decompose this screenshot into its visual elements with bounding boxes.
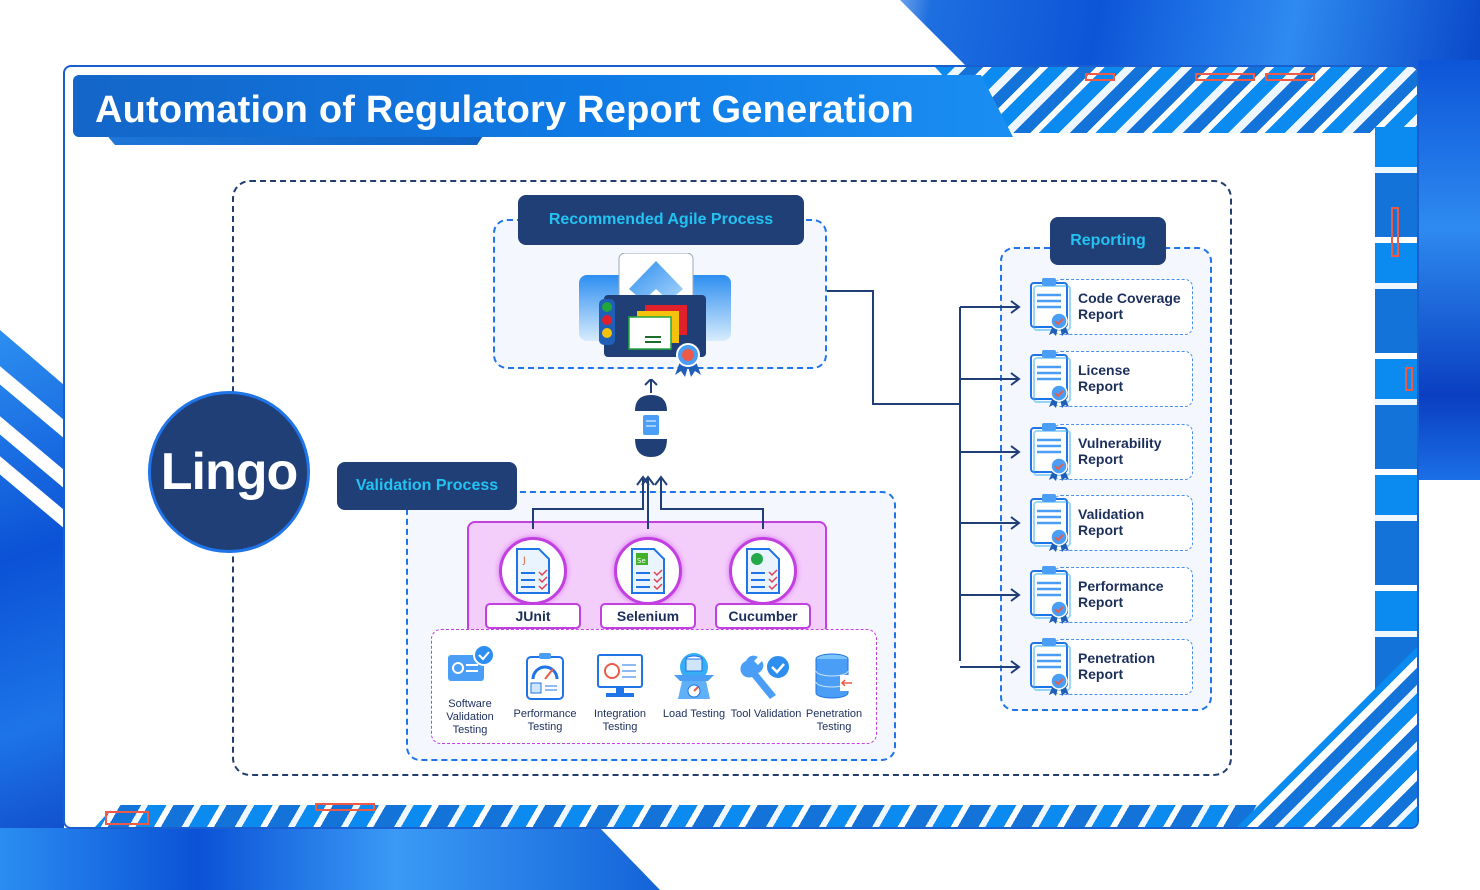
testing-label: Software Validation Testing bbox=[446, 698, 494, 736]
background-decoration-right bbox=[1418, 60, 1480, 480]
svg-text:Se: Se bbox=[637, 557, 646, 565]
title-bar: Automation of Regulatory Report Generati… bbox=[73, 75, 1013, 137]
testing-item: Integration Testing bbox=[583, 651, 657, 734]
report-card bbox=[1053, 279, 1193, 335]
circuit-border-bottom bbox=[95, 805, 1417, 827]
report-subtitle: Report bbox=[1078, 594, 1124, 610]
tool-label: JUnit bbox=[485, 603, 581, 629]
testing-item: Load Testing bbox=[657, 651, 731, 721]
circuit-border-top bbox=[935, 67, 1417, 133]
integration-connector-icon bbox=[635, 379, 667, 457]
report-title: Performance bbox=[1078, 578, 1164, 594]
svg-text:J: J bbox=[522, 556, 526, 566]
circuit-border-corner bbox=[1237, 647, 1417, 827]
validation-process-label: Validation Process bbox=[337, 462, 517, 510]
software-validation-icon bbox=[448, 644, 495, 681]
circuit-accent bbox=[1085, 73, 1115, 81]
certified-report-icon bbox=[1030, 566, 1071, 624]
tool-selenium: Se Selenium bbox=[600, 529, 696, 631]
testing-label: Tool Validation bbox=[730, 708, 802, 720]
testing-label: Load Testing bbox=[662, 708, 726, 720]
tool-label: Cucumber bbox=[715, 603, 811, 629]
background-decoration-bottom bbox=[0, 828, 660, 890]
circuit-accent bbox=[315, 803, 375, 811]
wrench-check-icon bbox=[740, 654, 791, 699]
testing-types-box bbox=[431, 629, 877, 744]
certified-report-icon bbox=[1030, 278, 1071, 336]
report-card bbox=[1053, 351, 1193, 407]
report-subtitle: Report bbox=[1078, 378, 1124, 394]
circuit-accent bbox=[105, 811, 149, 825]
diagram-card: Automation of Regulatory Report Generati… bbox=[63, 65, 1419, 829]
integration-monitor-icon bbox=[597, 654, 643, 697]
report-title: Vulnerability bbox=[1078, 435, 1162, 451]
certified-report-icon bbox=[1030, 494, 1071, 552]
circuit-accent bbox=[1391, 207, 1399, 257]
certified-report-icon bbox=[1030, 638, 1071, 696]
testing-label: Penetration Testing bbox=[805, 708, 863, 733]
testing-item: Software Validation Testing bbox=[433, 641, 507, 737]
report-title: License bbox=[1078, 362, 1131, 378]
certified-report-icon bbox=[1030, 423, 1071, 481]
report-card bbox=[1053, 495, 1193, 551]
circuit-accent bbox=[1405, 367, 1413, 391]
background-decoration-left bbox=[0, 330, 64, 890]
testing-item: Penetration Testing bbox=[797, 651, 871, 734]
performance-gauge-icon bbox=[526, 653, 564, 700]
report-card bbox=[1053, 567, 1193, 623]
background-decoration-top bbox=[900, 0, 1480, 70]
testing-item: Tool Validation bbox=[729, 651, 803, 721]
circuit-accent bbox=[1195, 73, 1255, 81]
circuit-accent bbox=[1265, 73, 1315, 81]
report-card bbox=[1053, 639, 1193, 695]
selenium-test-doc-icon: Se bbox=[631, 548, 665, 594]
tool-cucumber: Cucumber bbox=[715, 529, 811, 631]
report-subtitle: Report bbox=[1078, 306, 1124, 322]
database-arrow-icon bbox=[815, 653, 854, 699]
report-title: Code Coverage bbox=[1078, 290, 1181, 306]
report-title: Penetration bbox=[1078, 650, 1156, 666]
testing-item: Performance Testing bbox=[508, 651, 582, 734]
report-subtitle: Report bbox=[1078, 451, 1124, 467]
tool-label: Selenium bbox=[600, 603, 696, 629]
load-scale-icon bbox=[674, 653, 714, 699]
reporting-label: Reporting bbox=[1050, 217, 1166, 265]
lingo-logo: Lingo bbox=[148, 391, 310, 553]
page-title: Automation of Regulatory Report Generati… bbox=[95, 89, 915, 131]
testing-label: Integration Testing bbox=[594, 708, 646, 733]
testing-label: Performance Testing bbox=[513, 708, 577, 733]
agile-process-label: Recommended Agile Process bbox=[518, 195, 804, 245]
tool-junit: J JUnit bbox=[485, 529, 581, 631]
certified-report-icon bbox=[1030, 350, 1071, 408]
junit-test-doc-icon: J bbox=[516, 548, 550, 594]
agile-dashboard-icon bbox=[579, 253, 731, 377]
report-title: Validation bbox=[1078, 506, 1145, 522]
report-subtitle: Report bbox=[1078, 666, 1124, 682]
logo-text: Lingo bbox=[160, 443, 299, 501]
cucumber-test-doc-icon bbox=[746, 548, 780, 594]
report-subtitle: Report bbox=[1078, 522, 1124, 538]
